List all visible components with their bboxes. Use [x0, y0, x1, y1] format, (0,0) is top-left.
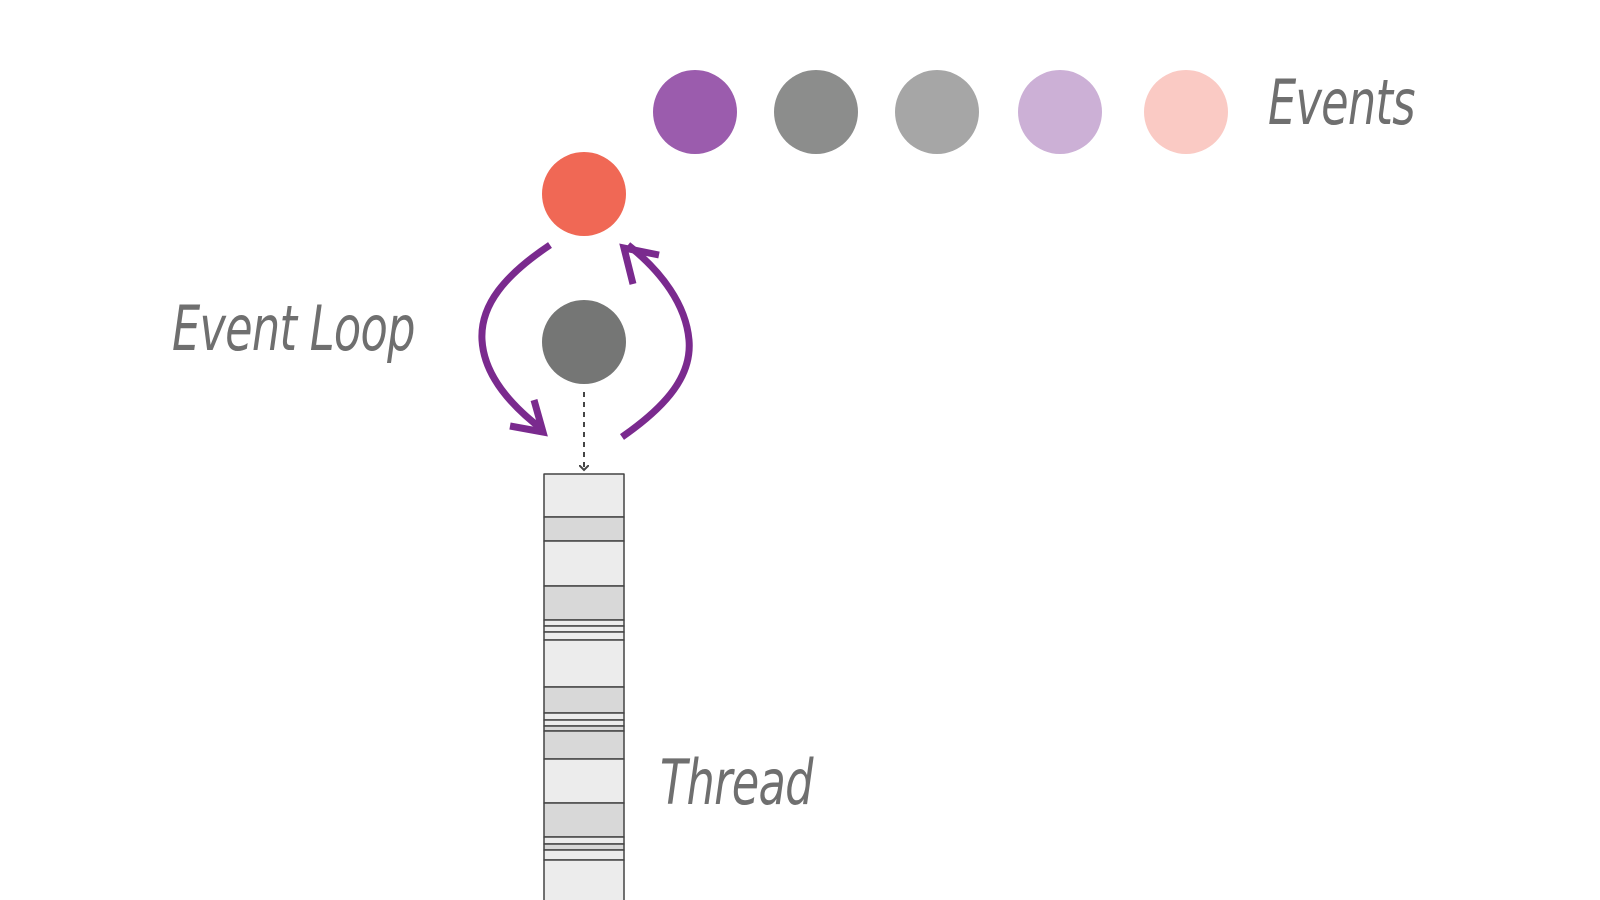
queued-event-3	[895, 70, 979, 154]
thread-block	[543, 719, 625, 727]
right-loop-arrow	[620, 242, 693, 440]
queued-event-1	[653, 70, 737, 154]
thread-block	[543, 516, 625, 542]
thread-block	[543, 473, 625, 518]
left-loop-arrowhead	[509, 399, 548, 437]
thread-block	[543, 625, 625, 633]
thread-label: Thread	[660, 746, 813, 819]
queued-event-4	[1018, 70, 1102, 154]
thread-block	[543, 730, 625, 760]
thread-block	[543, 686, 625, 714]
circular-arrows-icon	[478, 242, 693, 440]
thread-block	[543, 540, 625, 587]
thread-block	[543, 631, 625, 641]
thread-block	[543, 836, 625, 845]
thread-block	[543, 712, 625, 721]
thread-block	[543, 802, 625, 838]
thread-block	[543, 585, 625, 621]
left-loop-arrow	[478, 242, 552, 433]
thread-block	[543, 843, 625, 851]
thread-block	[543, 849, 625, 861]
events-queue	[653, 70, 1228, 154]
event-loop-label: Event Loop	[172, 292, 415, 365]
thread-block	[543, 758, 625, 804]
current-event	[542, 152, 626, 236]
thread-stack	[543, 473, 625, 900]
thread-block	[543, 619, 625, 627]
thread-block	[543, 859, 625, 900]
thread-block	[543, 639, 625, 688]
queued-event-2	[774, 70, 858, 154]
events-label: Events	[1268, 66, 1416, 139]
event-loop-node	[542, 300, 626, 384]
queued-event-5	[1144, 70, 1228, 154]
right-loop-arrowhead	[619, 243, 660, 285]
